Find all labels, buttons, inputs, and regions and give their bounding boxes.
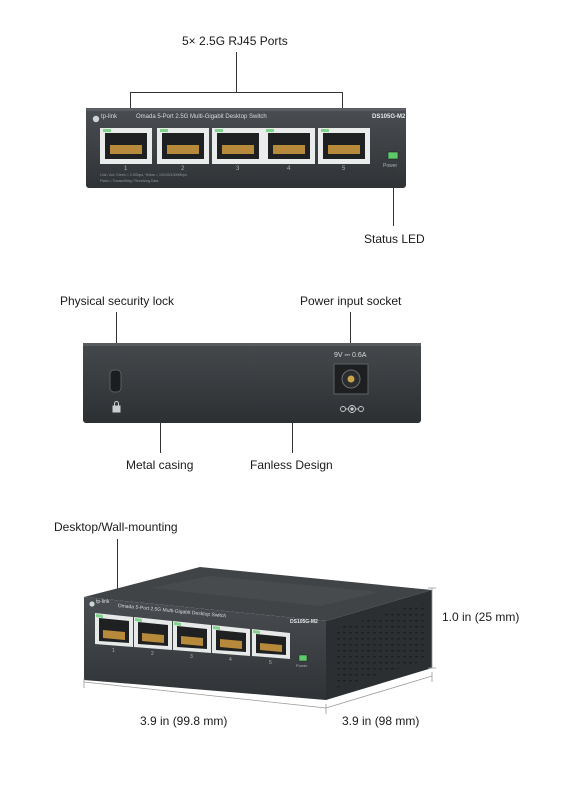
- ports-callout-tick-left: [130, 92, 131, 112]
- ports-callout-stem: [236, 52, 237, 92]
- front-port-number-4: 4: [287, 166, 291, 172]
- front-ports: [100, 128, 370, 164]
- angled-port-number-1: 1: [112, 648, 115, 654]
- rear-chassis: [83, 343, 421, 423]
- front-port-5: [318, 128, 370, 164]
- angled-port-4: [212, 625, 250, 656]
- mount-callout-line: [117, 539, 118, 589]
- angled-port-number-3: 3: [190, 654, 193, 660]
- front-port-4: [263, 128, 315, 164]
- front-power-label: Power: [383, 163, 398, 169]
- lock-callout-line: [116, 312, 117, 360]
- power-rating-label: 9V ⎓ 0.6A: [334, 352, 367, 359]
- front-model: DS105G-M2: [372, 114, 406, 120]
- socket-callout-label: Power input socket: [300, 294, 402, 308]
- angled-port-number-2: 2: [151, 651, 154, 657]
- front-port-2: [157, 128, 209, 164]
- ports-callout-tick-right: [342, 92, 343, 127]
- angled-port-2: [134, 617, 172, 650]
- angled-port-5: [252, 629, 290, 659]
- angled-model: DS105G-M2: [290, 619, 318, 625]
- status-led: [387, 151, 399, 160]
- angled-port-1: [95, 613, 133, 647]
- fanless-callout-label: Fanless Design: [250, 458, 333, 472]
- angled-port-number-4: 4: [229, 657, 232, 663]
- angled-ports: [95, 613, 290, 659]
- front-footnote-2: Flash = Transmitting / Receiving Data: [100, 179, 159, 183]
- security-lock-slot: [109, 369, 122, 393]
- front-port-3: [212, 128, 264, 164]
- angled-status-led: [298, 654, 308, 662]
- polarity-icon: [340, 405, 364, 413]
- mount-callout-label: Desktop/Wall-mounting: [54, 520, 178, 534]
- led-callout-label: Status LED: [364, 232, 425, 246]
- front-brand-logo-icon: [92, 115, 100, 123]
- front-port-number-1: 1: [124, 166, 128, 172]
- angled-power-label: Power: [296, 663, 308, 668]
- front-port-number-2: 2: [181, 166, 185, 172]
- front-port-number-5: 5: [342, 166, 346, 172]
- angled-brand: tp-link: [96, 599, 110, 605]
- fanless-callout-line: [292, 423, 293, 453]
- socket-callout-line: [350, 312, 351, 352]
- dim-width-label: 3.9 in (99.8 mm): [140, 714, 228, 728]
- dim-height-label: 1.0 in (25 mm): [442, 610, 520, 624]
- casing-callout-line: [160, 423, 161, 453]
- casing-callout-label: Metal casing: [126, 458, 194, 472]
- angled-top-face: [84, 567, 432, 621]
- dim-width-line: [83, 681, 327, 709]
- angled-right-side: [326, 590, 432, 700]
- angled-port-3: [173, 621, 211, 653]
- angled-brand-logo-icon: [89, 601, 95, 607]
- angled-product-title: Omada 5-Port 2.5G Multi-Gigabit Desktop …: [117, 603, 227, 620]
- front-product-title: Omada 5-Port 2.5G Multi-Gigabit Desktop …: [136, 114, 267, 120]
- ports-callout-label: 5× 2.5G RJ45 Ports: [182, 34, 288, 48]
- angled-port-number-5: 5: [269, 660, 272, 666]
- front-port-number-3: 3: [236, 166, 240, 172]
- front-brand: tp-link: [101, 114, 118, 120]
- front-footnote-1: Link / Act: Green = 2.5Gbps, Yellow = 10…: [100, 173, 187, 177]
- front-port-1: [100, 128, 152, 164]
- ports-callout-bar: [130, 92, 342, 93]
- padlock-icon: [112, 401, 121, 413]
- power-socket: [333, 363, 369, 395]
- dim-depth-label: 3.9 in (98 mm): [342, 714, 420, 728]
- lock-callout-label: Physical security lock: [60, 294, 175, 308]
- dim-depth-line: [325, 675, 433, 709]
- led-callout-line: [393, 170, 394, 226]
